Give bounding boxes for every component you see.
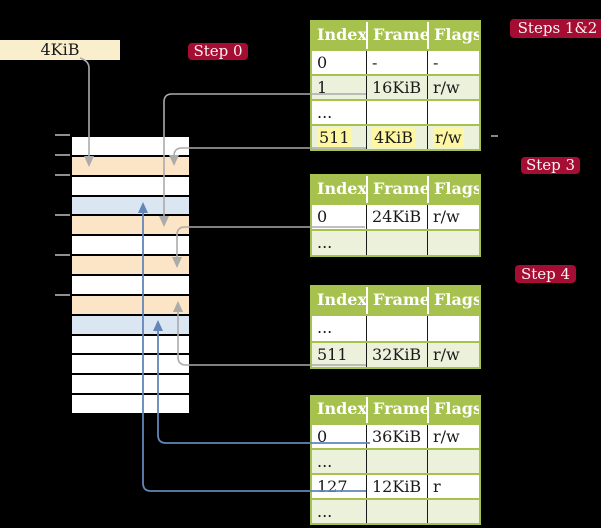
memory-frame-row [72,353,189,374]
badge-step-0: Step 0 [188,43,248,60]
column-header-flags: Flags [427,22,479,49]
memory-frame-row [72,174,189,195]
frame-cell: 16KiB [366,76,427,99]
index-cell: 0 [317,427,328,446]
index-cell: 511 [317,344,348,364]
memory-frame-row [72,234,189,255]
index-cell: ... [317,452,333,471]
column-header-index: Index [317,399,366,418]
frame-cell: 32KiB [366,342,427,367]
column-header-flags: Flags [427,287,479,314]
flags-cell [427,231,479,255]
table-row: ... [312,99,479,124]
flags-cell: r/w [427,126,479,149]
flags-cell: r [427,475,479,498]
highlighted-value: 4KiB [372,128,416,147]
flags-cell: r/w [427,205,479,229]
flags-cell [427,500,479,523]
index-cell: ... [317,233,333,252]
column-header-frame: Frame [366,397,427,423]
memory-frame-row [72,313,189,334]
table-row: ... [312,314,479,341]
address-tick [55,254,70,256]
frame-cell [366,450,427,473]
index-cell: 0 [317,207,328,226]
index-cell: 0 [317,53,328,72]
flags-cell [427,101,479,124]
physical-memory-column [70,135,191,415]
column-header-flags: Flags [427,176,479,203]
index-cell: ... [317,318,333,337]
badge-steps-1-2: Steps 1&2 [510,19,601,38]
memory-frame-row [72,137,189,155]
address-tick [55,214,70,216]
memory-frame-row [72,254,189,275]
table-row: ... [312,229,479,255]
column-header-frame: Frame [366,22,427,49]
index-cell: ... [317,502,333,521]
index-cell: 511 [312,126,366,149]
frame-cell [366,500,427,523]
highlighted-value: r/w [433,128,464,147]
table-row: 511 4KiB r/w [312,124,479,149]
table-row: ... [312,498,479,523]
column-header-index: Index [317,179,366,198]
memory-frame-row [72,393,189,414]
memory-frame-row [72,274,189,294]
flags-cell: r/w [427,425,479,448]
memory-frame-row [72,333,189,354]
memory-frame-row [72,373,189,394]
flags-cell: r/w [427,342,479,367]
flags-cell [427,316,479,341]
address-tick [55,134,70,136]
frame-cell: 36KiB [366,425,427,448]
flags-cell [427,450,479,473]
highlighted-value: 511 [317,128,352,147]
column-header-frame: Frame [366,287,427,314]
address-tick [55,294,70,296]
frame-cell: 12KiB [366,475,427,498]
index-cell: 127 [317,477,348,496]
frame-cell [366,231,427,255]
frame-cell: 4KiB [366,126,427,149]
column-header-index: Index [317,290,366,309]
table-row: ... [312,448,479,473]
memory-frame-row [72,194,189,215]
flags-cell: r/w [427,76,479,99]
memory-frame-row [72,293,189,314]
frame-cell [366,101,427,124]
column-header-flags: Flags [427,397,479,423]
memory-frame-row [72,214,189,235]
address-tick [55,174,70,176]
frame-size-label: 4KiB [0,40,120,60]
badge-step-3: Step 3 [521,157,580,174]
badge-step-4: Step 4 [515,265,576,283]
flags-cell: - [427,51,479,74]
frame-cell: 24KiB [366,205,427,229]
address-tick [55,154,70,156]
memory-frame-row [72,154,189,175]
column-header-frame: Frame [366,176,427,203]
index-cell: ... [317,103,333,122]
frame-cell: - [366,51,427,74]
table-row: 0 -- [312,49,479,74]
column-header-index: Index [317,25,366,44]
index-cell: 1 [317,78,328,97]
frame-cell [366,316,427,341]
